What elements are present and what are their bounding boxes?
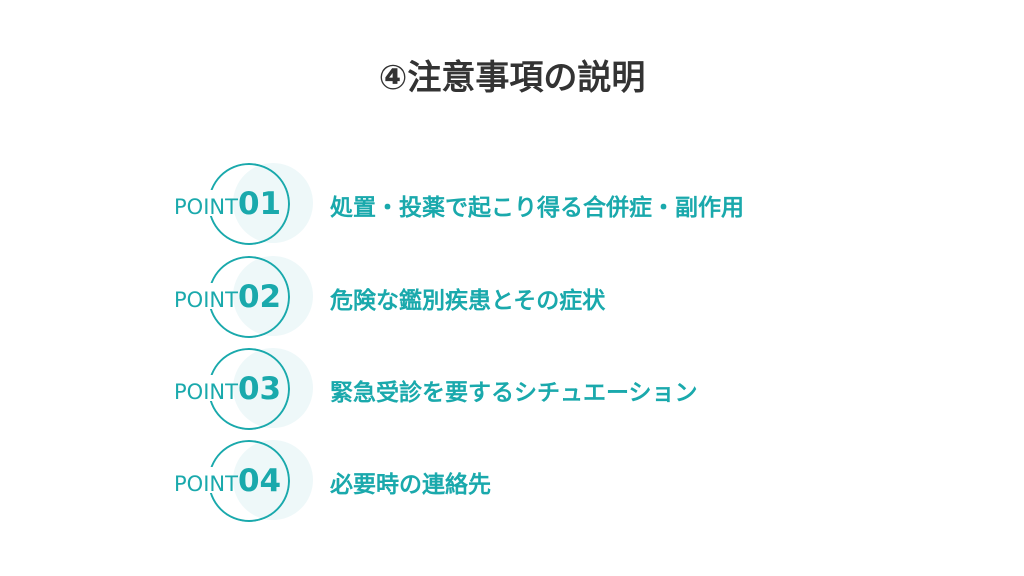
point-label: POINT	[174, 288, 238, 312]
point-number: 03	[237, 371, 282, 407]
point-label: POINT	[174, 380, 238, 404]
point-item: POINT03 緊急受診を要するシチュエーション	[0, 343, 1024, 433]
point-text: 必要時の連絡先	[330, 472, 491, 498]
point-text: 処置・投薬で起こり得る合併症・副作用	[330, 195, 744, 221]
page-title: ④注意事項の説明	[378, 58, 646, 98]
point-text: 緊急受診を要するシチュエーション	[330, 380, 698, 406]
point-label: POINT	[174, 472, 238, 496]
point-item: POINT01 処置・投薬で起こり得る合併症・副作用	[0, 158, 1024, 248]
point-item: POINT02 危険な鑑別疾患とその症状	[0, 251, 1024, 341]
point-number: 04	[237, 463, 282, 499]
point-label: POINT	[174, 195, 238, 219]
point-text: 危険な鑑別疾患とその症状	[330, 288, 606, 314]
point-number: 01	[237, 186, 282, 222]
point-item: POINT04 必要時の連絡先	[0, 435, 1024, 525]
point-number: 02	[237, 279, 282, 315]
